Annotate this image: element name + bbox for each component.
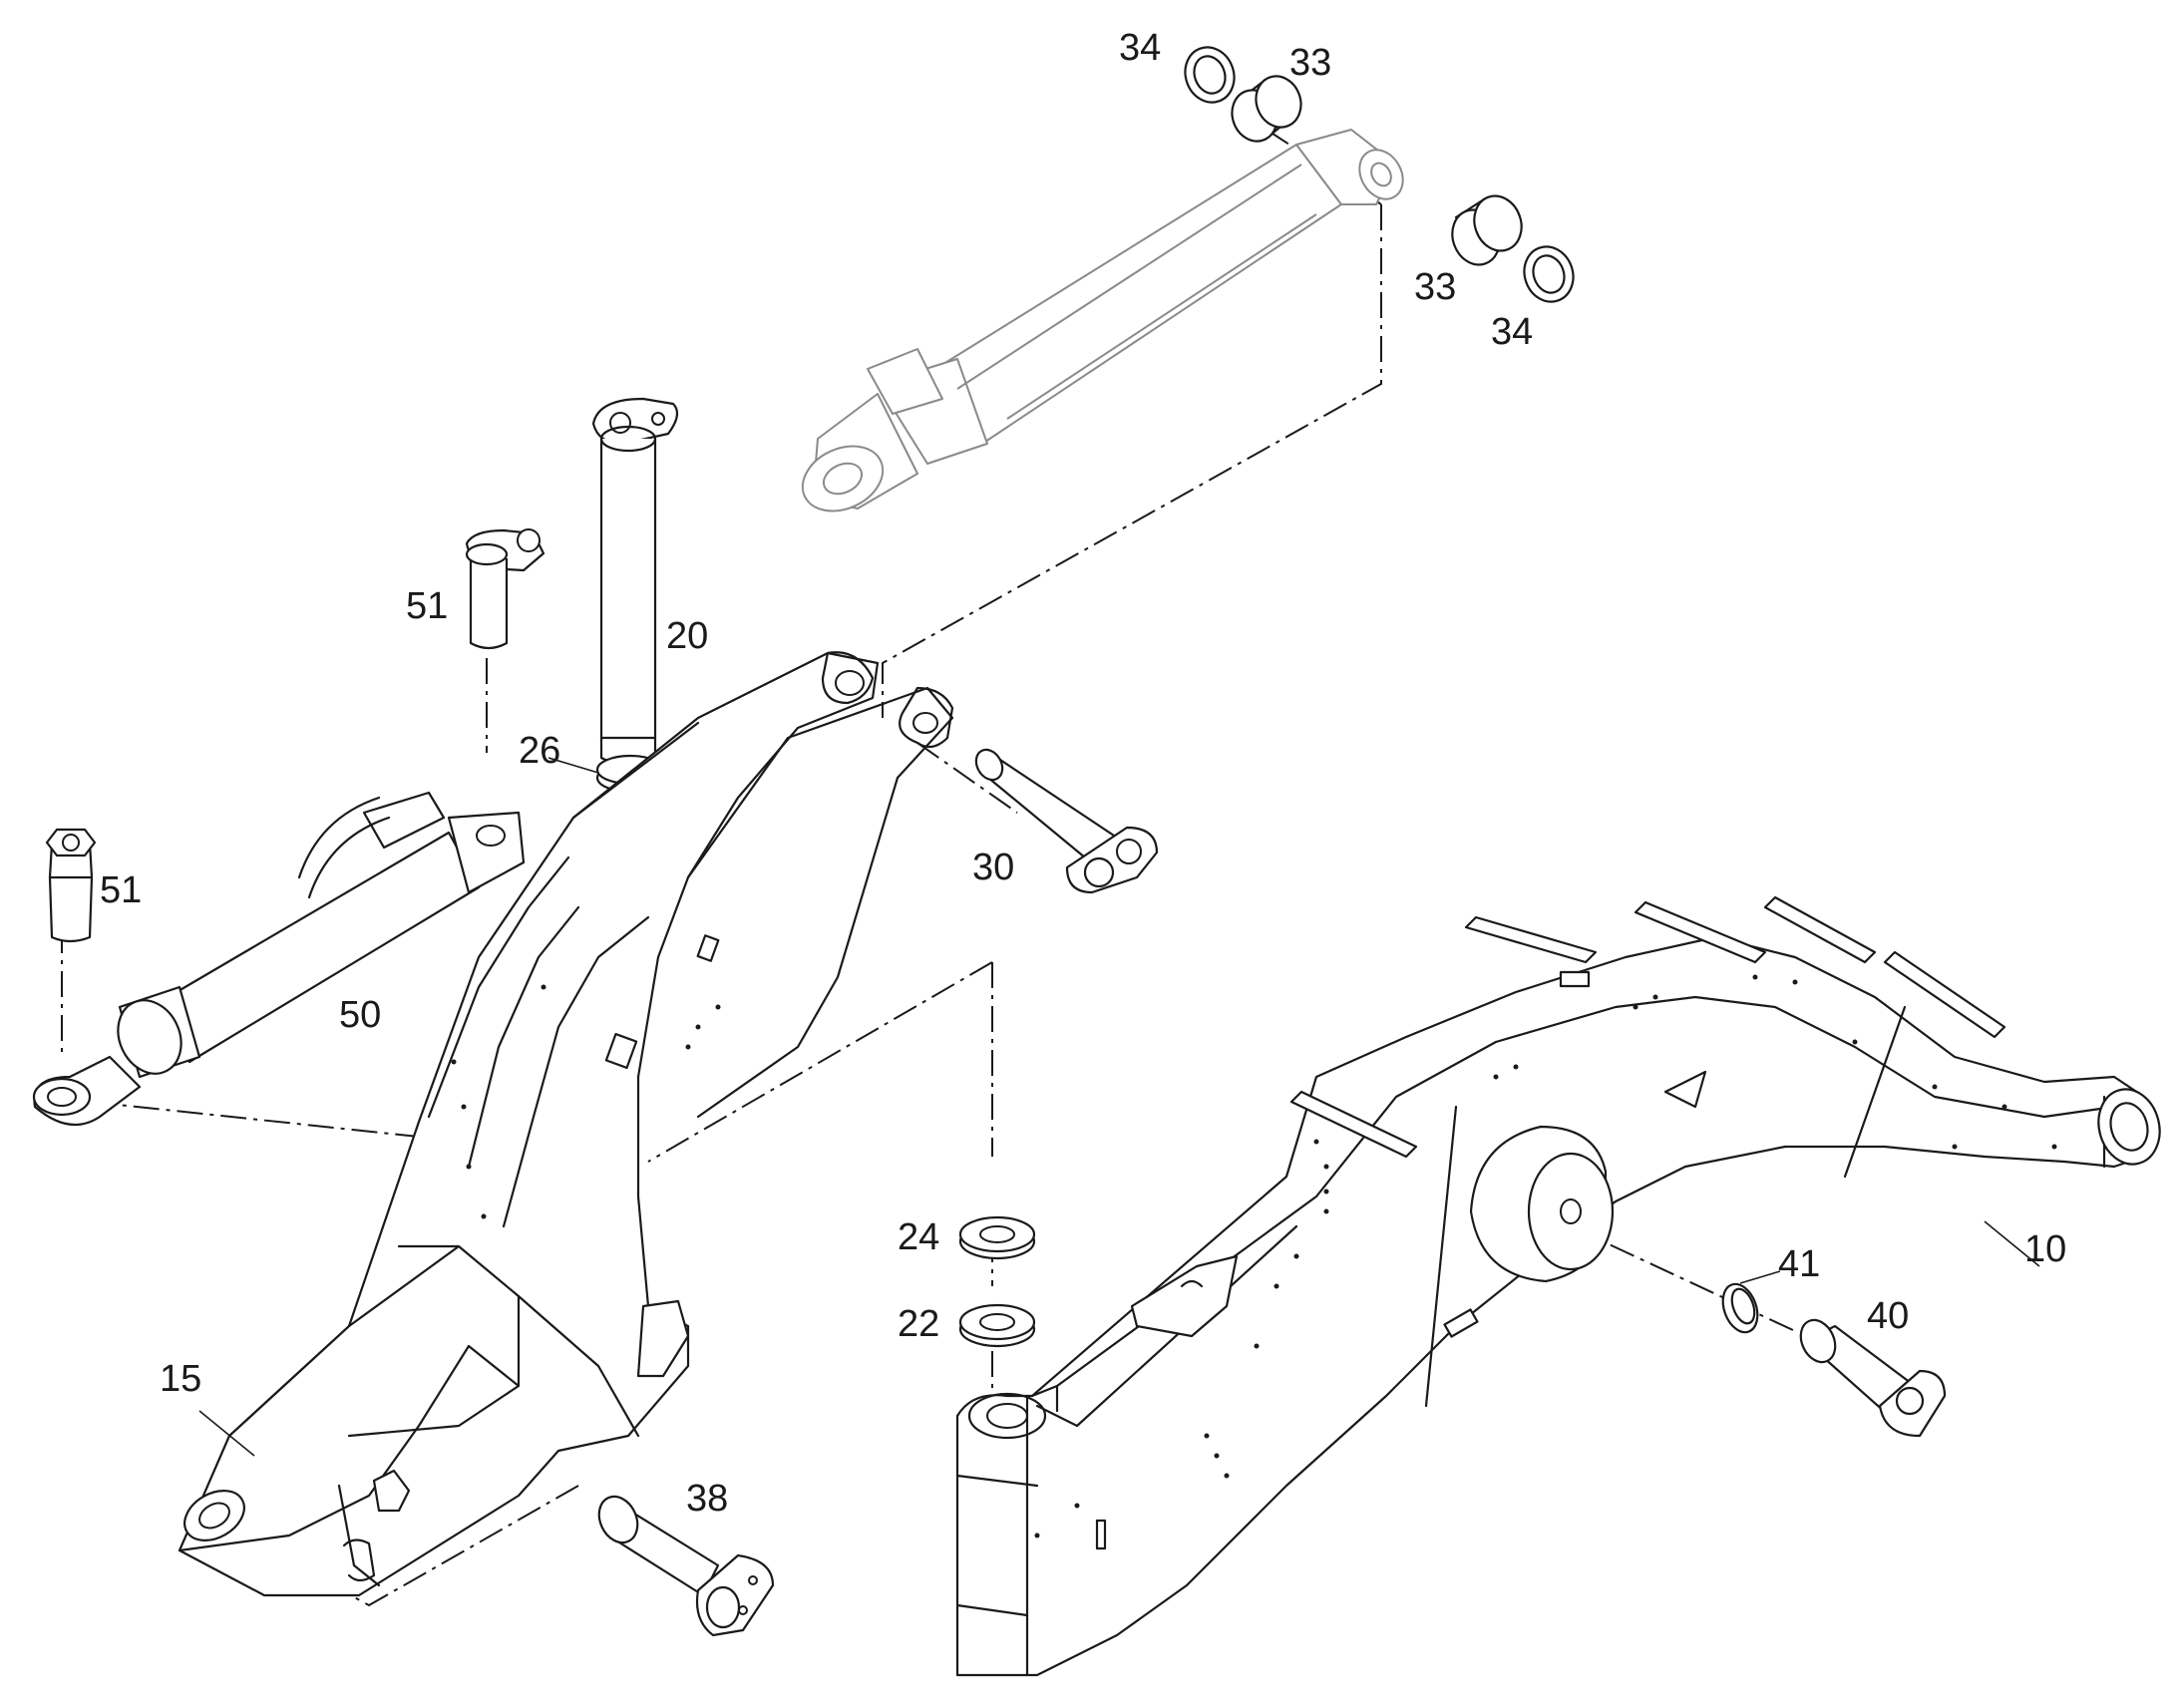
callout-26: 26 (519, 730, 560, 772)
main-cylinder-ghost (801, 129, 1404, 512)
leader-lines (198, 757, 2040, 1457)
callout-40: 40 (1867, 1295, 1909, 1337)
callout-labels: 34 33 33 34 51 20 26 51 30 50 24 22 15 3… (100, 27, 2066, 1520)
callout-34-right: 34 (1491, 311, 1533, 353)
washer-22 (958, 1303, 1036, 1348)
callout-34-top: 34 (1119, 27, 1161, 69)
pin-30 (974, 748, 1159, 894)
callout-38: 38 (686, 1478, 728, 1520)
boom-section-15 (178, 651, 954, 1597)
callout-24: 24 (898, 1216, 939, 1258)
callout-30: 30 (972, 847, 1014, 888)
washer-24 (958, 1215, 1036, 1260)
callout-22: 22 (898, 1303, 939, 1345)
callout-33-top: 33 (1289, 42, 1331, 84)
boom-10 (955, 895, 2161, 1677)
callout-33-right: 33 (1414, 266, 1456, 308)
bushing-33-top (1231, 75, 1302, 143)
bolt-51-left (45, 828, 97, 943)
pin-20 (591, 397, 679, 767)
callout-51-bolt: 51 (100, 869, 142, 911)
seal-34-right (1523, 245, 1575, 303)
pin-40 (1799, 1318, 1947, 1438)
bushing-33-right (1451, 194, 1523, 266)
callout-51-pin: 51 (406, 585, 448, 627)
callout-15: 15 (160, 1358, 201, 1400)
callout-10: 10 (2024, 1228, 2066, 1270)
seal-34-top (1184, 46, 1236, 104)
ring-41 (1721, 1282, 1759, 1334)
callout-20: 20 (666, 615, 708, 657)
callout-41: 41 (1778, 1243, 1820, 1285)
pin-38 (597, 1495, 775, 1637)
pin-51-top (465, 528, 545, 650)
cylinder-50 (32, 791, 526, 1127)
callout-50: 50 (339, 994, 381, 1036)
